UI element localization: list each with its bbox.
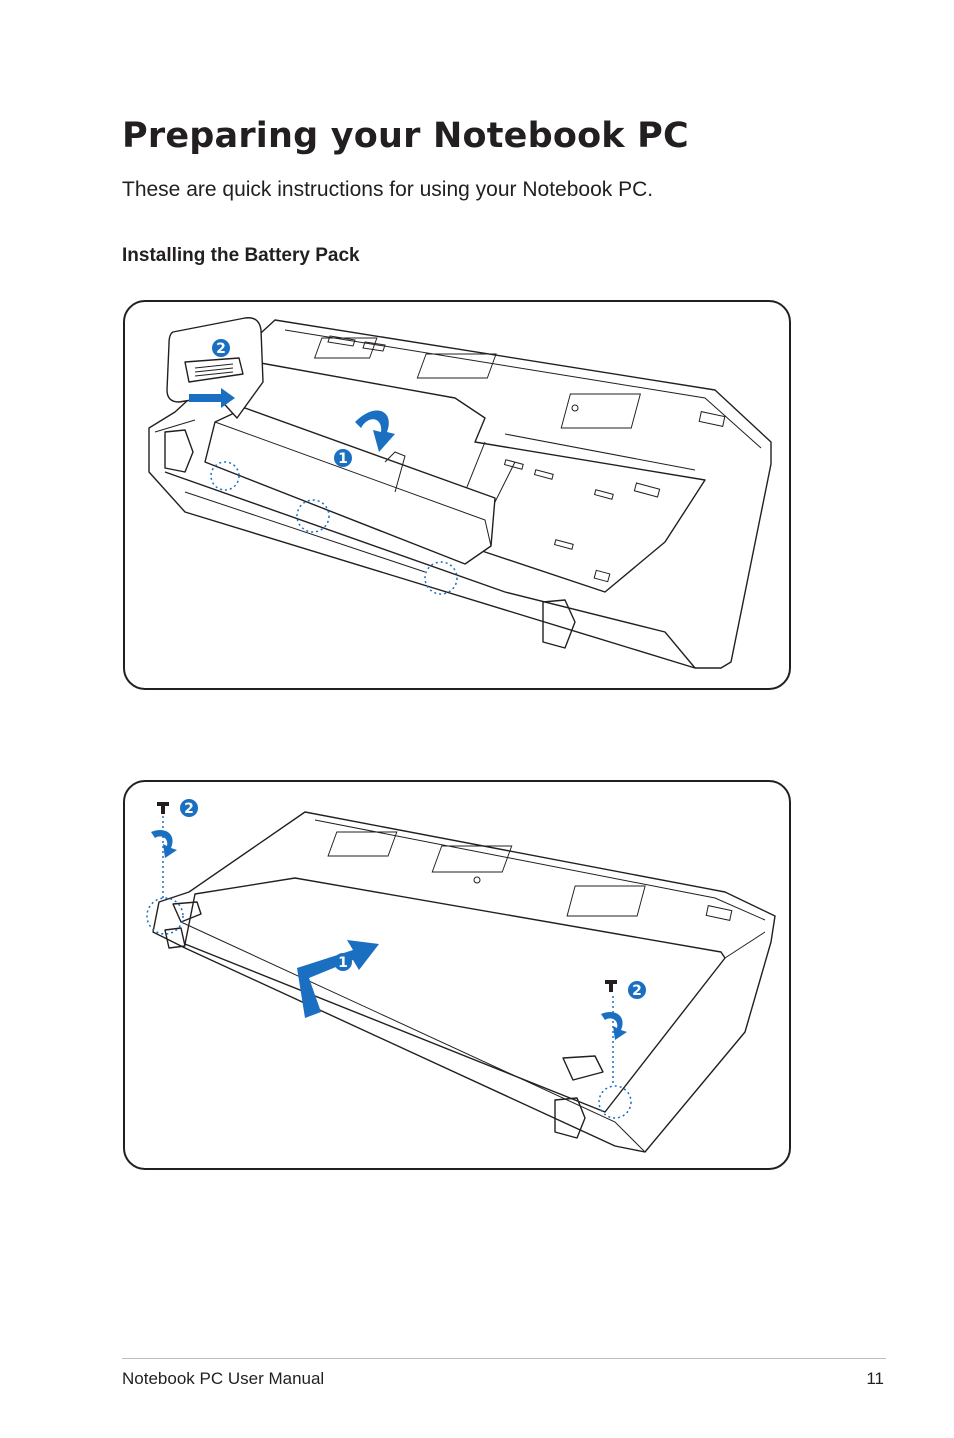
screw-icon xyxy=(605,980,617,992)
page-number: 11 xyxy=(866,1369,884,1388)
screw-highlight xyxy=(598,1085,632,1119)
latch-highlight xyxy=(296,499,330,533)
rotate-arrow-icon xyxy=(601,1011,627,1040)
vent-grid xyxy=(327,831,733,921)
step-badge-1: 1 xyxy=(334,953,352,971)
intro-text: These are quick instructions for using y… xyxy=(122,178,654,201)
laptop-battery-installed-illustration: 2 1 2 xyxy=(146,799,776,1153)
step-badge-2: 2 xyxy=(212,339,230,357)
rotate-arrow-icon xyxy=(151,829,177,858)
lock-callout xyxy=(166,317,264,419)
figure-battery-insert: 2 1 xyxy=(123,300,791,690)
svg-text:2: 2 xyxy=(184,801,194,817)
vent-grid xyxy=(313,335,726,429)
latch-highlight xyxy=(424,561,458,595)
latch-highlight xyxy=(210,461,240,491)
footer-manual-title: Notebook PC User Manual xyxy=(122,1369,325,1388)
slide-arrow xyxy=(297,940,379,1018)
battery-pack xyxy=(204,407,496,565)
screw-highlight xyxy=(146,897,184,935)
insert-arrow xyxy=(355,410,395,452)
svg-text:1: 1 xyxy=(338,955,348,971)
svg-text:2: 2 xyxy=(216,341,226,357)
bay-slots xyxy=(503,459,661,583)
svg-text:2: 2 xyxy=(632,983,642,999)
step-badge-1: 1 xyxy=(334,449,352,467)
page-title: Preparing your Notebook PC xyxy=(122,116,689,156)
svg-text:1: 1 xyxy=(338,451,348,467)
footer-divider xyxy=(122,1358,886,1359)
section-heading: Installing the Battery Pack xyxy=(122,245,360,266)
laptop-underside-illustration: 2 1 xyxy=(148,317,772,669)
figure-battery-secure: 2 1 2 xyxy=(123,780,791,1170)
step-badge-2: 2 xyxy=(180,799,198,817)
screw-icon xyxy=(157,802,169,814)
step-badge-2: 2 xyxy=(628,981,646,999)
